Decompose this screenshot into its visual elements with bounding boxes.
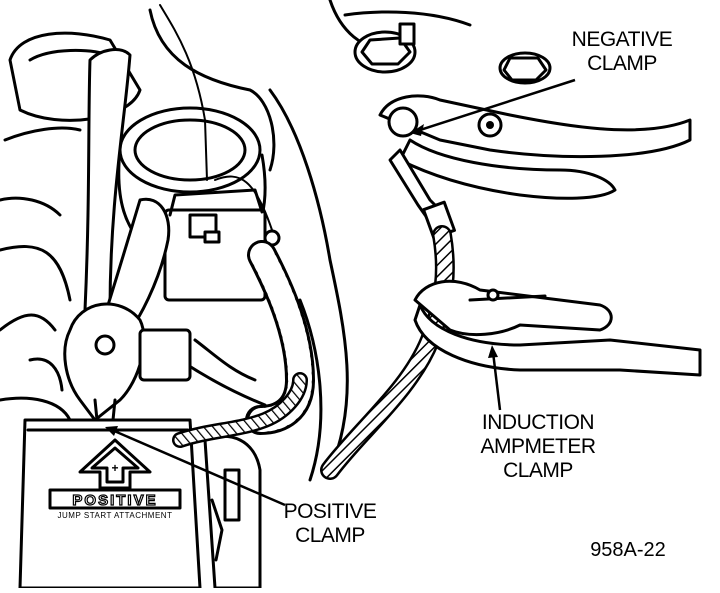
positive-clamp-line1: POSITIVE	[284, 500, 377, 523]
induction-clamp-drawing	[413, 279, 702, 377]
positive-clamp-drawing	[0, 48, 192, 432]
svg-text:+: +	[111, 461, 118, 475]
callout-negative-clamp: NEGATIVE CLAMP	[572, 28, 674, 75]
emblem-subtitle: JUMP START ATTACHMENT	[58, 511, 173, 520]
induction-clamp-line2: AMPMETER	[480, 435, 595, 458]
positive-cable	[172, 372, 308, 448]
negative-clamp-drawing	[320, 94, 692, 480]
figure-id: 958A-22	[590, 539, 666, 561]
callout-positive-clamp: POSITIVE CLAMP	[284, 500, 378, 547]
induction-clamp-line3: CLAMP	[503, 459, 573, 482]
negative-clamp-line1: NEGATIVE	[572, 28, 673, 51]
callout-induction-clamp: INDUCTION AMPMETER CLAMP	[480, 411, 596, 482]
terminal-nuts	[343, 10, 552, 85]
negative-clamp-line2: CLAMP	[587, 52, 657, 75]
positive-emblem: +	[78, 438, 152, 490]
induction-clamp-line1: INDUCTION	[482, 411, 594, 434]
jump-start-box: + POSITIVE JUMP START ATTACHMENT	[18, 418, 262, 590]
positive-clamp-line2: CLAMP	[295, 524, 365, 547]
emblem-brand: POSITIVE	[72, 492, 157, 509]
leader-lines	[105, 78, 576, 507]
